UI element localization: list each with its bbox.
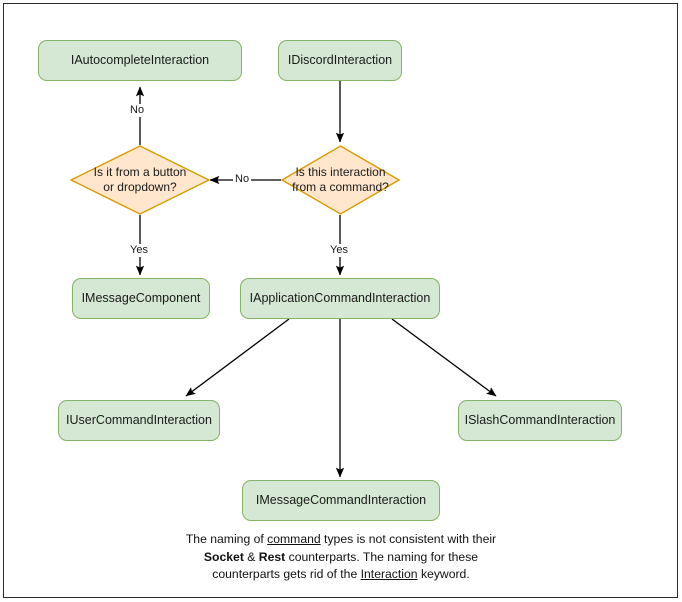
edge-label-autocomplete-no: No [128, 104, 147, 117]
footnote-text: The naming of [185, 532, 268, 546]
footnote-text: types is not consistent with their [320, 532, 497, 546]
footnote-text: keyword. [417, 567, 470, 582]
node-label: Is this interaction from a command? [292, 164, 389, 194]
node-message-component[interactable]: IMessageComponent [72, 278, 210, 319]
footnote-text: & [243, 549, 259, 564]
diamond-shape [70, 145, 210, 215]
footnote-line-1: The naming of command types is not consi… [186, 532, 496, 546]
footnote: The naming of command types is not consi… [141, 531, 541, 584]
node-label: ISlashCommandInteraction [464, 412, 616, 427]
node-autocomplete-interaction[interactable]: IAutocompleteInteraction [38, 40, 242, 81]
node-label: IUserCommandInteraction [66, 412, 212, 427]
node-label: IMessageCommandInteraction [255, 492, 427, 507]
edge-application-to-user-command [185, 318, 290, 397]
edge-application-to-slash-command [391, 318, 497, 397]
node-label: Is it from a button or dropdown? [93, 164, 187, 194]
node-decision-button-or-dropdown[interactable]: Is it from a button or dropdown? [70, 145, 210, 215]
edge-label-command-no: No [233, 173, 252, 186]
node-label: IApplicationCommandInteraction [249, 290, 431, 305]
footnote-text: counterparts gets rid of the [212, 567, 361, 582]
footnote-bold-rest: Rest [258, 549, 286, 564]
node-slash-command-interaction[interactable]: ISlashCommandInteraction [458, 400, 622, 441]
footnote-underline-command: command [267, 532, 321, 546]
footnote-bold-socket: Socket [203, 549, 244, 564]
edge-label-command-yes: Yes [328, 244, 350, 257]
node-label: IMessageComponent [81, 290, 201, 305]
footnote-underline-interaction: Interaction [360, 567, 418, 582]
node-user-command-interaction[interactable]: IUserCommandInteraction [58, 400, 220, 441]
node-message-command-interaction[interactable]: IMessageCommandInteraction [242, 480, 440, 521]
diamond-shape [281, 145, 400, 215]
node-discord-interaction[interactable]: IDiscordInteraction [278, 40, 402, 81]
node-label: IAutocompleteInteraction [70, 52, 210, 67]
node-label: IDiscordInteraction [287, 52, 393, 67]
node-decision-from-command[interactable]: Is this interaction from a command? [281, 145, 400, 215]
node-application-command-interaction[interactable]: IApplicationCommandInteraction [240, 278, 440, 319]
edge-label-button-yes: Yes [128, 244, 150, 257]
footnote-line-2: Socket & Rest counterparts. The naming f… [204, 550, 478, 564]
footnote-line-3: counterparts gets rid of the Interaction… [212, 567, 469, 581]
footnote-text: counterparts. The naming for these [285, 549, 479, 564]
